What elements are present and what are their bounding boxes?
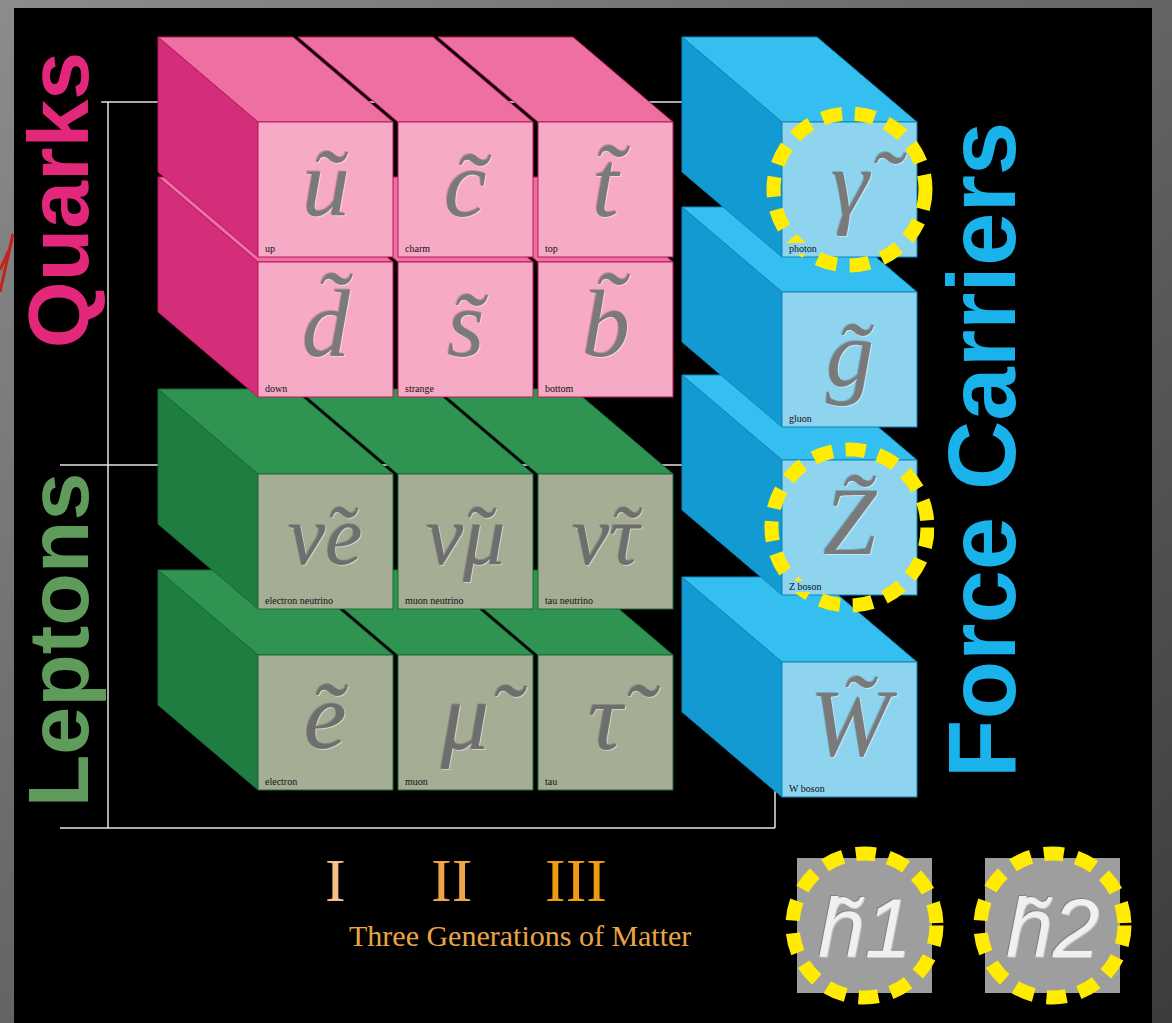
dashed-highlight-circle <box>772 450 928 606</box>
particle-name: muon <box>403 776 430 787</box>
arrow-fragment <box>0 234 13 292</box>
cube-face <box>538 474 673 609</box>
particle-symbol: ν̃τ <box>572 494 639 578</box>
particle-box: ν̃μ muon neutrino <box>398 474 533 609</box>
cube-face <box>398 122 533 257</box>
particle-symbol: ẽ <box>304 669 347 765</box>
particle-box: c̃ charm <box>398 122 533 257</box>
particle-box: Z̃ Z boson <box>782 460 917 595</box>
particle-box: μ̃ muon <box>398 655 533 790</box>
particle-name: charm <box>403 243 432 254</box>
highlight-circles <box>772 114 1125 998</box>
particle-box: τ̃ tau <box>538 655 673 790</box>
dashed-highlight-circle <box>981 854 1125 998</box>
particle-name: tau neutrino <box>543 595 595 606</box>
particle-name: muon neutrino <box>403 595 466 606</box>
cube-face <box>782 122 917 257</box>
particle-symbol: ν̃e <box>288 494 363 578</box>
group-heading: Leptons <box>15 473 101 807</box>
cube-face <box>782 460 917 595</box>
cube-face <box>398 655 533 790</box>
cube-face <box>538 655 673 790</box>
cube-face <box>258 262 393 397</box>
particle-symbol: Z̃ <box>823 474 876 570</box>
cube-top <box>438 389 673 474</box>
cube-face <box>782 662 917 797</box>
cube-face <box>538 262 673 397</box>
particle-name: Z boson <box>787 581 824 592</box>
lepton-row-cubes <box>158 389 673 609</box>
cube-top <box>438 37 673 122</box>
axis-label: II <box>431 849 472 911</box>
axis-label: Three Generations of Matter <box>349 921 691 951</box>
grid-frame-line <box>60 102 775 828</box>
dashed-highlight-circle <box>793 854 937 998</box>
particle-symbol: g̃ <box>826 306 874 402</box>
force-carrier-cubes <box>682 37 917 797</box>
cube-face <box>258 655 393 790</box>
cube-face <box>538 122 673 257</box>
cube-face <box>258 122 393 257</box>
particle-name: tau <box>543 776 559 787</box>
particle-symbol: h̃1 <box>818 886 911 970</box>
particle-box: s̃ strange <box>398 262 533 397</box>
particle-name: strange <box>403 383 436 394</box>
cube-face <box>782 292 917 427</box>
particle-box: d̃ down <box>258 262 393 397</box>
particle-symbol: d̃ <box>302 276 350 372</box>
cube-face <box>258 474 393 609</box>
particle-symbol: h̃2 <box>1006 886 1099 970</box>
particle-name: electron <box>263 776 299 787</box>
particle-name: up <box>263 243 277 254</box>
black-panel <box>14 8 1152 1023</box>
particle-box: g̃ gluon <box>782 292 917 427</box>
particle-box: ũ up <box>258 122 393 257</box>
particle-name: down <box>263 383 289 394</box>
particle-box: ν̃τ tau neutrino <box>538 474 673 609</box>
particle-name: electron neutrino <box>263 595 335 606</box>
particle-box: W̃ W boson <box>782 662 917 797</box>
cube-top <box>682 37 917 122</box>
particle-name: top <box>543 243 560 254</box>
quark-row-cubes <box>158 37 673 257</box>
particle-box: γ̃ photon <box>782 122 917 257</box>
particle-symbol: c̃ <box>444 136 487 232</box>
cube-face <box>398 262 533 397</box>
axis-label: I <box>325 849 346 911</box>
particle-name: bottom <box>543 383 575 394</box>
particle-symbol: ν̃μ <box>426 494 505 578</box>
particle-box: t̃ top <box>538 122 673 257</box>
particle-symbol: τ̃ <box>588 669 622 765</box>
dashed-highlight-circle <box>774 114 926 266</box>
group-heading: Force Carriers <box>934 122 1030 778</box>
particle-box: ν̃e electron neutrino <box>258 474 393 609</box>
particle-box: ẽ electron <box>258 655 393 790</box>
cube-face <box>398 474 533 609</box>
particle-name: W boson <box>787 783 827 794</box>
particle-symbol: ũ <box>302 136 350 232</box>
particle-symbol: W̃ <box>810 676 890 772</box>
particle-box: h̃2 <box>985 858 1120 993</box>
particle-box: h̃1 <box>797 858 932 993</box>
particle-name: gluon <box>787 413 814 424</box>
particle-symbol: μ̃ <box>441 669 489 765</box>
axis-label: III <box>545 849 607 911</box>
particle-box: b̃ bottom <box>538 262 673 397</box>
particle-symbol: γ̃ <box>831 136 869 232</box>
particle-symbol: b̃ <box>582 276 630 372</box>
particle-name: photon <box>787 243 819 254</box>
particle-symbol: t̃ <box>592 136 619 232</box>
group-heading: Quarks <box>15 52 101 348</box>
particle-symbol: s̃ <box>447 276 484 372</box>
